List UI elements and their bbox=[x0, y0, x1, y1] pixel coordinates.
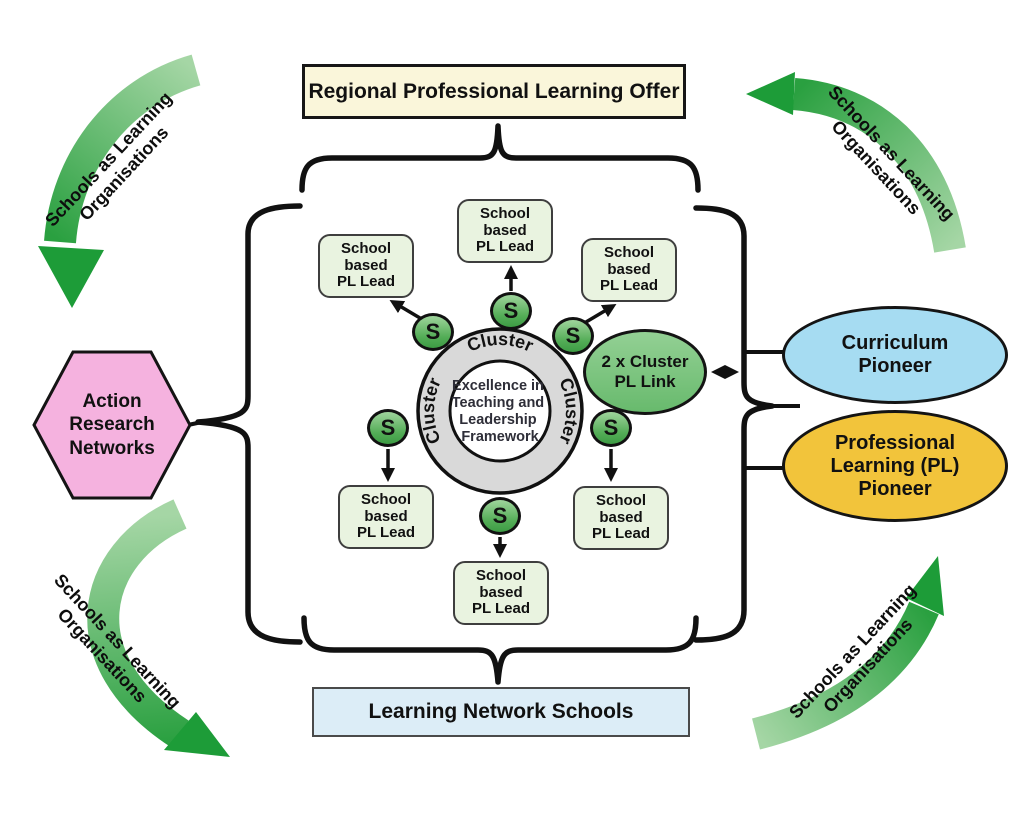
regional-pl-offer-label: Regional Professional Learning Offer bbox=[308, 79, 680, 103]
pl-lead-line: PL Lead bbox=[336, 273, 396, 291]
school-node-w: S bbox=[367, 409, 409, 447]
corner-arrow-top-left-icon bbox=[38, 54, 201, 308]
school-pl-lead-box-top-center: School based PL Lead bbox=[457, 199, 553, 263]
cluster-pl-link-line: PL Link bbox=[614, 372, 676, 391]
s-label: S bbox=[565, 323, 581, 348]
learning-network-schools-banner: Learning Network Schools bbox=[312, 687, 690, 737]
s-label: S bbox=[425, 319, 441, 344]
pl-lead-line: based bbox=[599, 508, 643, 526]
pl-pioneer-line: Professional bbox=[834, 431, 956, 454]
top-brace bbox=[299, 123, 701, 193]
cluster-ring: Cluster Cluster Cluster Excellence in Te… bbox=[416, 327, 584, 495]
action-research-hexagon bbox=[32, 350, 192, 500]
pl-lead-line: School bbox=[595, 491, 646, 509]
hex-line: Research bbox=[69, 414, 155, 436]
hex-line: Action bbox=[82, 391, 142, 413]
school-node-s: S bbox=[479, 497, 521, 535]
school-node-e: S bbox=[590, 409, 632, 447]
school-node-nw: S bbox=[412, 313, 454, 351]
pl-lead-line: based bbox=[483, 221, 527, 239]
pl-lead-line: PL Lead bbox=[475, 238, 535, 256]
pl-lead-line: based bbox=[344, 256, 388, 274]
pl-lead-line: based bbox=[607, 260, 651, 278]
s-label: S bbox=[603, 415, 619, 440]
pl-lead-line: School bbox=[340, 239, 391, 257]
s-label: S bbox=[380, 415, 396, 440]
learning-network-schools-label: Learning Network Schools bbox=[368, 700, 634, 723]
s-label: S bbox=[492, 503, 508, 528]
bottom-brace bbox=[301, 615, 699, 685]
pl-lead-line: School bbox=[475, 566, 526, 584]
curriculum-pioneer-line: Pioneer bbox=[858, 355, 932, 377]
school-pl-lead-box-bottom-center: School based PL Lead bbox=[453, 561, 549, 625]
pl-lead-line: PL Lead bbox=[599, 277, 659, 295]
regional-pl-offer-banner: Regional Professional Learning Offer bbox=[302, 64, 686, 119]
left-brace bbox=[195, 203, 303, 645]
school-pl-lead-box-top-left: School based PL Lead bbox=[318, 234, 414, 298]
pl-lead-line: School bbox=[603, 243, 654, 261]
pl-lead-line: PL Lead bbox=[591, 525, 651, 543]
s-label: S bbox=[503, 298, 519, 323]
pl-lead-line: School bbox=[360, 490, 411, 508]
pl-lead-line: School bbox=[479, 204, 530, 222]
pl-lead-line: PL Lead bbox=[356, 524, 416, 542]
action-research-networks-label: Action Research Networks bbox=[42, 388, 182, 462]
cluster-pl-link-line: 2 x Cluster bbox=[601, 351, 689, 371]
pl-pioneer-ellipse: Professional Learning (PL) Pioneer bbox=[782, 410, 1008, 522]
curriculum-pioneer-line: Curriculum bbox=[841, 332, 949, 354]
curriculum-pioneer-ellipse: Curriculum Pioneer bbox=[782, 306, 1008, 404]
pl-pioneer-line: Learning (PL) bbox=[830, 454, 960, 477]
corner-arrow-bottom-left-icon bbox=[87, 499, 230, 757]
pl-pioneer-line: Pioneer bbox=[858, 477, 932, 500]
school-pl-lead-box-bottom-right: School based PL Lead bbox=[573, 486, 669, 550]
pl-lead-line: based bbox=[479, 583, 523, 601]
pl-lead-line: PL Lead bbox=[471, 600, 531, 618]
school-pl-lead-box-top-right: School based PL Lead bbox=[581, 238, 677, 302]
school-node-n: S bbox=[490, 292, 532, 330]
corner-arrow-top-right-icon bbox=[746, 72, 966, 253]
school-node-ne: S bbox=[552, 317, 594, 355]
cluster-pl-link-ellipse: 2 x Cluster PL Link bbox=[583, 329, 707, 415]
ring-center-text: Excellence in Teaching and Leadership Fr… bbox=[452, 378, 548, 445]
right-brace bbox=[693, 205, 775, 643]
school-pl-lead-box-bottom-left: School based PL Lead bbox=[338, 485, 434, 549]
pl-lead-line: based bbox=[364, 507, 408, 525]
hex-line: Networks bbox=[69, 437, 155, 459]
corner-arrow-bottom-right-icon bbox=[751, 556, 944, 750]
